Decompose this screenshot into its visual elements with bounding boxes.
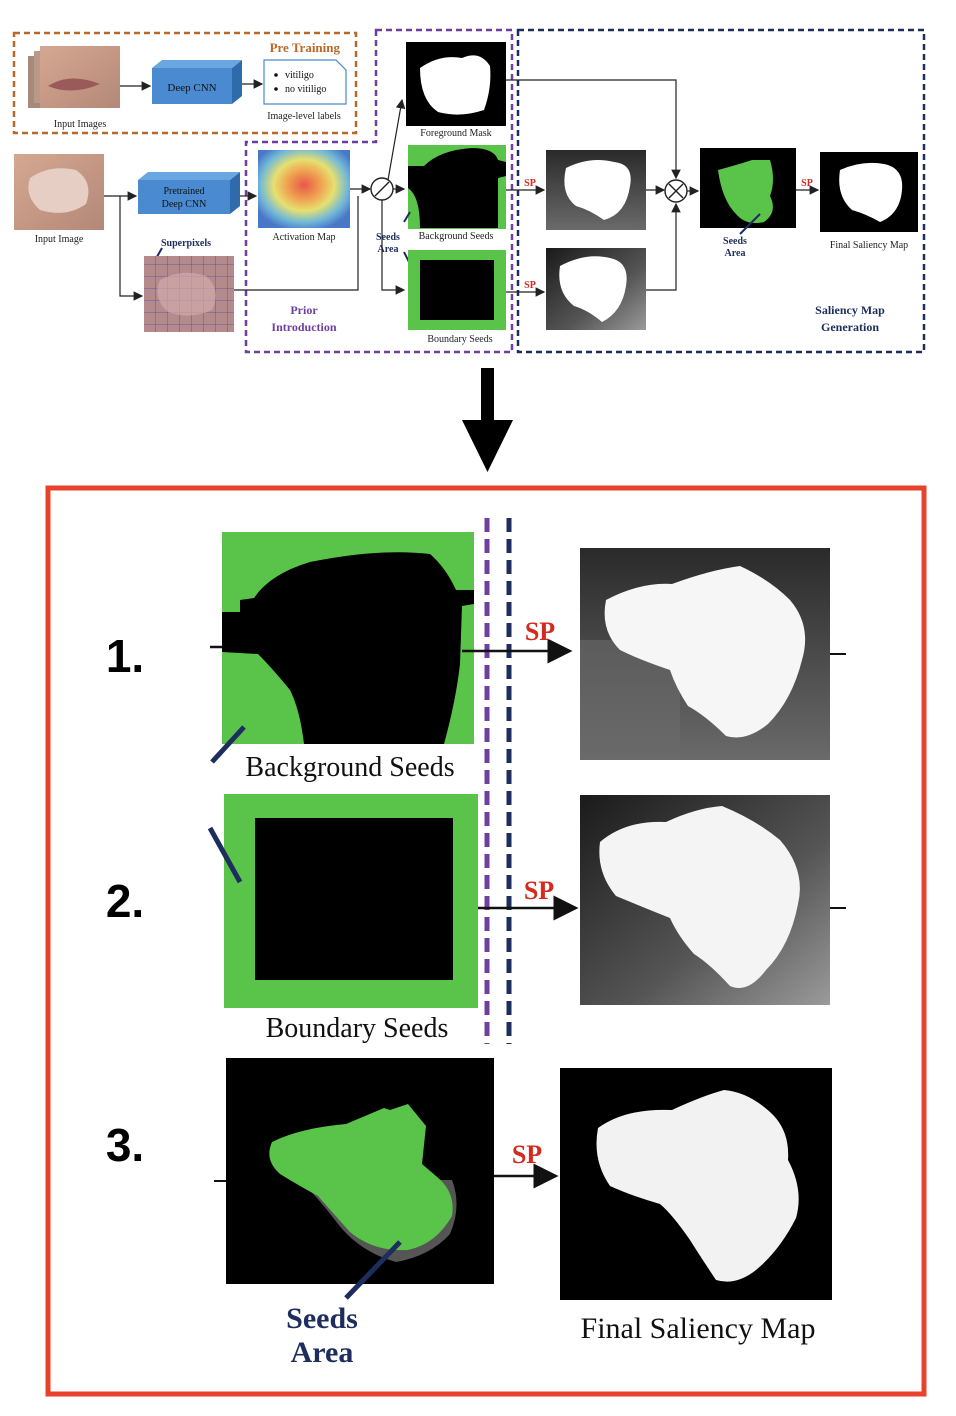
sp-label-top-3: SP — [801, 178, 813, 189]
row3-sp-label: SP — [512, 1140, 542, 1169]
input-images-caption: Input Images — [54, 119, 107, 130]
row1-saliency-map — [580, 548, 830, 760]
seeds-area-label-line1: Seeds — [376, 232, 400, 243]
sp-label-top-2: SP — [524, 280, 536, 291]
pretrained-cnn-line2: Deep CNN — [162, 199, 207, 210]
detail-panel: 1. Background Seeds SP 2. Boundary Seeds… — [45, 485, 927, 1397]
row2-number: 2. — [106, 875, 144, 927]
row3-seed-caption-line1: Seeds — [286, 1302, 358, 1335]
label-no-vitiligo: no vitiligo — [285, 84, 326, 95]
background-seeds-small-caption: Background Seeds — [419, 231, 494, 242]
foreground-mask-caption: Foreground Mask — [420, 128, 491, 139]
label-vitiligo: vitiligo — [285, 70, 314, 81]
seeds-area-label-line2: Area — [378, 244, 399, 255]
pretrained-cnn-box — [138, 180, 230, 214]
pretraining-title: Pre Training — [270, 40, 341, 55]
background-seeds-large — [222, 532, 474, 744]
prior-introduction-box — [244, 28, 514, 354]
row3-result-caption: Final Saliency Map — [581, 1312, 816, 1345]
prior-line1: Prior — [290, 303, 318, 317]
row1-sp-label: SP — [525, 617, 555, 646]
row3-seed-caption-line2: Area — [291, 1336, 354, 1369]
row2-saliency-map — [580, 795, 830, 1005]
lips-shape — [48, 78, 100, 91]
zoom-arrow — [462, 368, 513, 472]
input-image-caption: Input Image — [35, 234, 84, 245]
lips-image — [40, 46, 120, 108]
seeds-area2-line1: Seeds — [723, 236, 747, 247]
saliency-generation-box — [516, 28, 926, 354]
final-saliency-small-caption: Final Saliency Map — [830, 240, 908, 251]
deep-cnn-label: Deep CNN — [167, 82, 216, 94]
activation-map — [258, 150, 350, 228]
boundary-seeds-large — [224, 794, 478, 1008]
seeds-area-large — [226, 1058, 494, 1284]
pretraining-box — [12, 31, 358, 135]
image-level-labels-caption: Image-level labels — [267, 111, 341, 122]
overview-diagram: Pre Training Input Images Deep CNN vitil… — [12, 28, 926, 354]
activation-map-caption: Activation Map — [272, 232, 335, 243]
final-saliency-large — [560, 1068, 832, 1300]
smg-line1: Saliency Map — [815, 303, 885, 317]
row2-sp-label: SP — [524, 876, 554, 905]
labels-document — [263, 59, 347, 105]
row3-number: 3. — [106, 1119, 144, 1171]
input-lesion — [28, 168, 89, 213]
smg-line2: Generation — [821, 320, 879, 334]
sp-label-top-1: SP — [524, 178, 536, 189]
boundary-seeds-small-caption: Boundary Seeds — [427, 334, 492, 345]
pretrained-cnn-line1: Pretrained — [163, 186, 204, 197]
superpixels-label: Superpixels — [161, 238, 211, 249]
row1-seed-caption: Background Seeds — [245, 752, 454, 783]
row1-number: 1. — [106, 630, 144, 682]
row2-seed-caption: Boundary Seeds — [266, 1013, 449, 1044]
prior-line2: Introduction — [271, 320, 336, 334]
seeds-area2-line2: Area — [725, 248, 746, 259]
deep-cnn-box — [152, 68, 232, 104]
